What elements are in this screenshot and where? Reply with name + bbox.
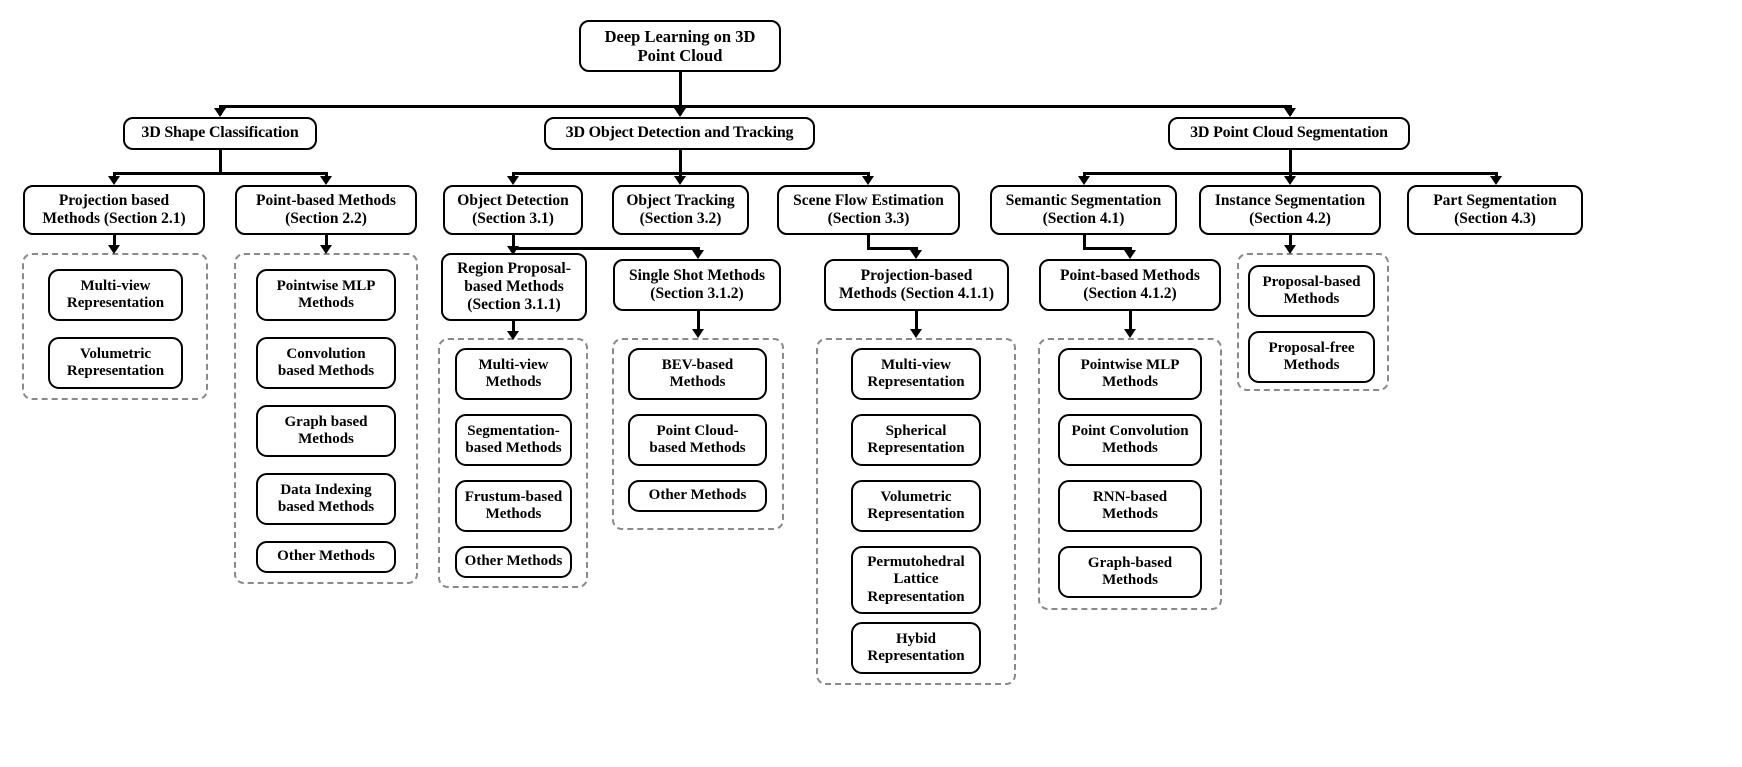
group-instance-leaves [1237, 253, 1389, 391]
connector-projection-down [113, 235, 116, 249]
arrow-projection-group [108, 245, 120, 254]
leaf-bev-based-methods[interactable]: BEV-based Methods [628, 348, 767, 400]
leaf-permutohedral-lattice-representation[interactable]: Permutohedral Lattice Representation [851, 546, 981, 614]
node-region-proposal-based-methods[interactable]: Region Proposal- based Methods (Section … [441, 253, 587, 321]
connector-det-bus [512, 172, 870, 175]
arrow-to-scene-flow [862, 176, 874, 185]
arrow-pointbased-group [320, 245, 332, 254]
node-3d-shape-classification[interactable]: 3D Shape Classification [123, 117, 317, 150]
connector-region-proposal-down [512, 321, 515, 335]
arrow-projseg-group [910, 329, 922, 338]
node-projection-based-methods-seg[interactable]: Projection-based Methods (Section 4.1.1) [824, 259, 1009, 311]
arrow-to-region-proposal [507, 246, 519, 255]
leaf-other-methods-single-shot[interactable]: Other Methods [628, 480, 767, 512]
leaf-graph-based-methods[interactable]: Graph based Methods [256, 405, 396, 457]
connector-instance-down [1289, 235, 1292, 249]
node-object-detection[interactable]: Object Detection (Section 3.1) [443, 185, 583, 235]
leaf-graph-based-methods-seg[interactable]: Graph-based Methods [1058, 546, 1202, 598]
leaf-pointwise-mlp-methods[interactable]: Pointwise MLP Methods [256, 269, 396, 321]
arrow-single-shot-group [692, 329, 704, 338]
node-instance-segmentation[interactable]: Instance Segmentation (Section 4.2) [1199, 185, 1381, 235]
connector-single-shot-down [697, 311, 700, 333]
arrow-to-projection [108, 176, 120, 185]
connector-cls-down [219, 150, 222, 172]
leaf-hybid-representation[interactable]: Hybid Representation [851, 622, 981, 674]
leaf-frustum-based-methods[interactable]: Frustum-based Methods [455, 480, 572, 532]
arrow-to-part-seg [1490, 176, 1502, 185]
connector-sceneflow-bus [867, 247, 917, 250]
arrow-to-projection-based-seg [910, 250, 922, 259]
connector-cls-bus [113, 172, 328, 175]
leaf-proposal-free-methods[interactable]: Proposal-free Methods [1248, 331, 1375, 383]
arrow-pointseg-group [1124, 329, 1136, 338]
leaf-segmentation-based-methods[interactable]: Segmentation- based Methods [455, 414, 572, 466]
leaf-data-indexing-based-methods[interactable]: Data Indexing based Methods [256, 473, 396, 525]
arrow-to-segmentation [1284, 108, 1296, 117]
arrow-to-semantic-seg [1078, 176, 1090, 185]
node-single-shot-methods[interactable]: Single Shot Methods (Section 3.1.2) [613, 259, 781, 311]
node-3d-point-cloud-segmentation[interactable]: 3D Point Cloud Segmentation [1168, 117, 1410, 150]
arrow-to-classification [214, 108, 226, 117]
leaf-other-methods-region-proposal[interactable]: Other Methods [455, 546, 572, 578]
node-root[interactable]: Deep Learning on 3D Point Cloud [579, 20, 781, 72]
node-3d-object-detection-tracking[interactable]: 3D Object Detection and Tracking [544, 117, 815, 150]
leaf-pointwise-mlp-methods-seg[interactable]: Pointwise MLP Methods [1058, 348, 1202, 400]
arrow-to-object-tracking [674, 176, 686, 185]
connector-seg-down [1289, 150, 1292, 172]
connector-projseg-down [915, 311, 918, 333]
group-pointseg-leaves [1038, 338, 1222, 610]
group-projection-leaves [22, 253, 208, 400]
connector-pointbased-down [325, 235, 328, 249]
group-pointbased-leaves [234, 253, 418, 584]
connector-pointseg-down [1129, 311, 1132, 333]
arrow-instance-group [1284, 245, 1296, 254]
leaf-multi-view-representation[interactable]: Multi-view Representation [48, 269, 183, 321]
connector-level2-bus [219, 105, 1291, 108]
node-part-segmentation[interactable]: Part Segmentation (Section 4.3) [1407, 185, 1583, 235]
leaf-multi-view-representation-seg[interactable]: Multi-view Representation [851, 348, 981, 400]
arrow-to-instance-seg [1284, 176, 1296, 185]
node-point-based-methods-seg[interactable]: Point-based Methods (Section 4.1.2) [1039, 259, 1221, 311]
leaf-multi-view-methods[interactable]: Multi-view Methods [455, 348, 572, 400]
connector-semantic-down [1083, 235, 1086, 247]
node-semantic-segmentation[interactable]: Semantic Segmentation (Section 4.1) [990, 185, 1177, 235]
leaf-other-methods-pointbased[interactable]: Other Methods [256, 541, 396, 573]
leaf-proposal-based-methods[interactable]: Proposal-based Methods [1248, 265, 1375, 317]
arrow-region-proposal-group [507, 331, 519, 340]
node-point-based-methods[interactable]: Point-based Methods (Section 2.2) [235, 185, 417, 235]
leaf-point-cloud-based-methods[interactable]: Point Cloud- based Methods [628, 414, 767, 466]
arrow-to-object-detection [507, 176, 519, 185]
arrow-to-detection [674, 108, 686, 117]
connector-objdet-bus [512, 247, 699, 250]
connector-sceneflow-down [867, 235, 870, 247]
node-object-tracking[interactable]: Object Tracking (Section 3.2) [612, 185, 749, 235]
group-single-shot-leaves [612, 338, 784, 530]
leaf-point-convolution-methods[interactable]: Point Convolution Methods [1058, 414, 1202, 466]
connector-root-down [679, 72, 682, 105]
leaf-volumetric-representation[interactable]: Volumetric Representation [48, 337, 183, 389]
node-projection-based-methods[interactable]: Projection based Methods (Section 2.1) [23, 185, 205, 235]
connector-semantic-bus [1083, 247, 1131, 250]
leaf-rnn-based-methods[interactable]: RNN-based Methods [1058, 480, 1202, 532]
leaf-volumetric-representation-seg[interactable]: Volumetric Representation [851, 480, 981, 532]
node-scene-flow-estimation[interactable]: Scene Flow Estimation (Section 3.3) [777, 185, 960, 235]
arrow-to-point-based-seg [1124, 250, 1136, 259]
connector-det-down [679, 150, 682, 172]
arrow-to-single-shot [692, 250, 704, 259]
group-projseg-leaves [816, 338, 1016, 685]
arrow-to-pointbased [320, 176, 332, 185]
connector-objdet-down [512, 235, 515, 247]
leaf-spherical-representation[interactable]: Spherical Representation [851, 414, 981, 466]
leaf-convolution-based-methods[interactable]: Convolution based Methods [256, 337, 396, 389]
